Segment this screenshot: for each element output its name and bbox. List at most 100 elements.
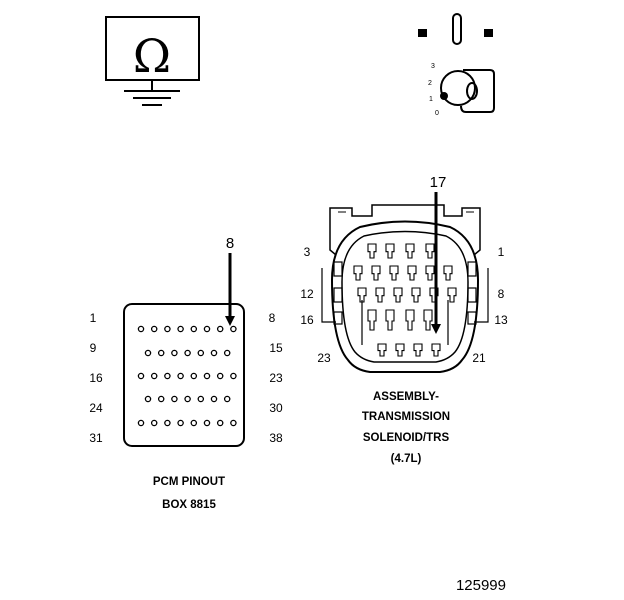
trs-terminal bbox=[353, 265, 363, 281]
pcm-pin bbox=[216, 372, 224, 380]
pcm-pin bbox=[210, 395, 218, 403]
trs-label-13: 13 bbox=[494, 313, 508, 327]
pcm-pin bbox=[177, 325, 184, 333]
pcm-pin bbox=[230, 419, 237, 427]
pcm-label-15: 15 bbox=[269, 341, 283, 355]
pcm-pin bbox=[190, 419, 198, 427]
pcm-label-23: 23 bbox=[269, 371, 283, 385]
pcm-pin bbox=[157, 395, 165, 403]
key-position-3: 3 bbox=[431, 63, 435, 70]
trs-terminal bbox=[447, 287, 457, 303]
trs-body-outline bbox=[330, 220, 480, 373]
pcm-pin bbox=[171, 349, 178, 357]
pcm-pin bbox=[216, 419, 224, 427]
trs-terminal bbox=[375, 287, 385, 303]
pcm-pin bbox=[197, 395, 205, 403]
key-position-2: 2 bbox=[428, 80, 432, 87]
trs-label-16: 16 bbox=[300, 313, 314, 327]
pcm-label-38: 38 bbox=[269, 431, 283, 445]
trs-terminal bbox=[389, 265, 399, 281]
pcm-pin bbox=[137, 372, 145, 380]
pcm-probe-pin-number: 8 bbox=[226, 235, 234, 252]
pcm-pin bbox=[190, 372, 198, 380]
pcm-probe-arrow bbox=[225, 316, 235, 326]
trs-terminal bbox=[405, 309, 415, 331]
trs-terminal bbox=[385, 243, 395, 259]
pcm-pin bbox=[144, 349, 152, 357]
pcm-label-16: 16 bbox=[89, 371, 103, 385]
pcm-pin bbox=[184, 349, 191, 357]
pcm-pin bbox=[150, 419, 158, 427]
pcm-pin bbox=[184, 395, 191, 403]
key-position-1: 1 bbox=[429, 96, 433, 103]
pcm-pin bbox=[150, 325, 158, 333]
trs-caption-line4: (4.7L) bbox=[391, 453, 422, 465]
pcm-pin bbox=[203, 372, 211, 380]
pcm-pin bbox=[203, 325, 211, 333]
pcm-label-30: 30 bbox=[269, 401, 283, 415]
figure-number: 125999 bbox=[456, 577, 506, 594]
trs-connector: 3 1 12 8 16 13 23 21 17 ASSEMBLY- TRANSM… bbox=[300, 174, 508, 465]
trs-label-8: 8 bbox=[498, 287, 505, 301]
pcm-pin bbox=[177, 419, 184, 427]
pcm-label-24: 24 bbox=[89, 401, 103, 415]
pcm-pin bbox=[223, 349, 231, 357]
trs-cavity-outline bbox=[341, 230, 469, 363]
pcm-caption-line1: PCM PINOUT bbox=[153, 476, 225, 488]
pcm-pinout-box: 1 9 16 24 31 8 15 23 30 38 8 PCM PINOUT … bbox=[89, 235, 283, 511]
trs-probe-arrow bbox=[431, 324, 441, 334]
trs-caption-line1: ASSEMBLY- bbox=[373, 391, 439, 403]
ohmmeter-icon: Ω bbox=[105, 16, 200, 106]
pcm-pin bbox=[144, 395, 152, 403]
trs-terminal bbox=[367, 243, 377, 259]
pcm-pin bbox=[197, 349, 205, 357]
trs-probe-pin-number: 17 bbox=[430, 174, 447, 191]
pcm-pin bbox=[164, 325, 171, 333]
trs-terminal bbox=[357, 287, 367, 303]
trs-terminal bbox=[405, 243, 415, 259]
pcm-label-8: 8 bbox=[269, 311, 276, 325]
pcm-pin bbox=[171, 395, 178, 403]
pcm-pin bbox=[210, 349, 218, 357]
pcm-box-outline bbox=[123, 303, 245, 447]
pcm-pin bbox=[164, 419, 171, 427]
pcm-label-31: 31 bbox=[89, 431, 103, 445]
trs-label-23: 23 bbox=[317, 351, 331, 365]
pcm-pin bbox=[190, 325, 198, 333]
ohm-symbol: Ω bbox=[133, 29, 171, 83]
trs-terminal bbox=[425, 265, 435, 281]
trs-terminal bbox=[371, 265, 381, 281]
pcm-pin bbox=[150, 372, 158, 380]
pcm-pin bbox=[164, 372, 171, 380]
trs-terminal bbox=[385, 309, 395, 331]
pcm-pin bbox=[137, 325, 145, 333]
trs-terminal bbox=[395, 343, 405, 357]
pcm-pin bbox=[203, 419, 211, 427]
trs-terminal bbox=[423, 309, 433, 331]
trs-label-12: 12 bbox=[300, 287, 314, 301]
trs-terminal bbox=[431, 343, 441, 357]
trs-terminal bbox=[407, 265, 417, 281]
trs-caption-line3: SOLENOID/TRS bbox=[363, 432, 450, 444]
pcm-pin bbox=[223, 395, 231, 403]
pcm-label-1: 1 bbox=[90, 311, 97, 325]
trs-label-21: 21 bbox=[472, 351, 486, 365]
trs-terminal bbox=[443, 265, 453, 281]
key-position-0: 0 bbox=[435, 110, 439, 117]
trs-terminal bbox=[377, 343, 387, 357]
trs-terminal bbox=[425, 243, 435, 259]
trs-label-3: 3 bbox=[304, 245, 311, 259]
pcm-pin bbox=[137, 419, 145, 427]
pcm-pin bbox=[216, 325, 224, 333]
pcm-pin-grid bbox=[137, 325, 237, 427]
trs-pin-grid bbox=[353, 243, 457, 357]
trs-terminal bbox=[411, 287, 421, 303]
trs-label-1: 1 bbox=[498, 245, 505, 259]
pcm-caption-line2: BOX 8815 bbox=[162, 499, 216, 511]
ignition-key-icon: 3 2 1 0 bbox=[418, 13, 495, 117]
trs-terminal bbox=[367, 309, 377, 331]
pcm-label-9: 9 bbox=[90, 341, 97, 355]
trs-caption-line2: TRANSMISSION bbox=[362, 411, 450, 423]
pcm-pin bbox=[177, 372, 184, 380]
